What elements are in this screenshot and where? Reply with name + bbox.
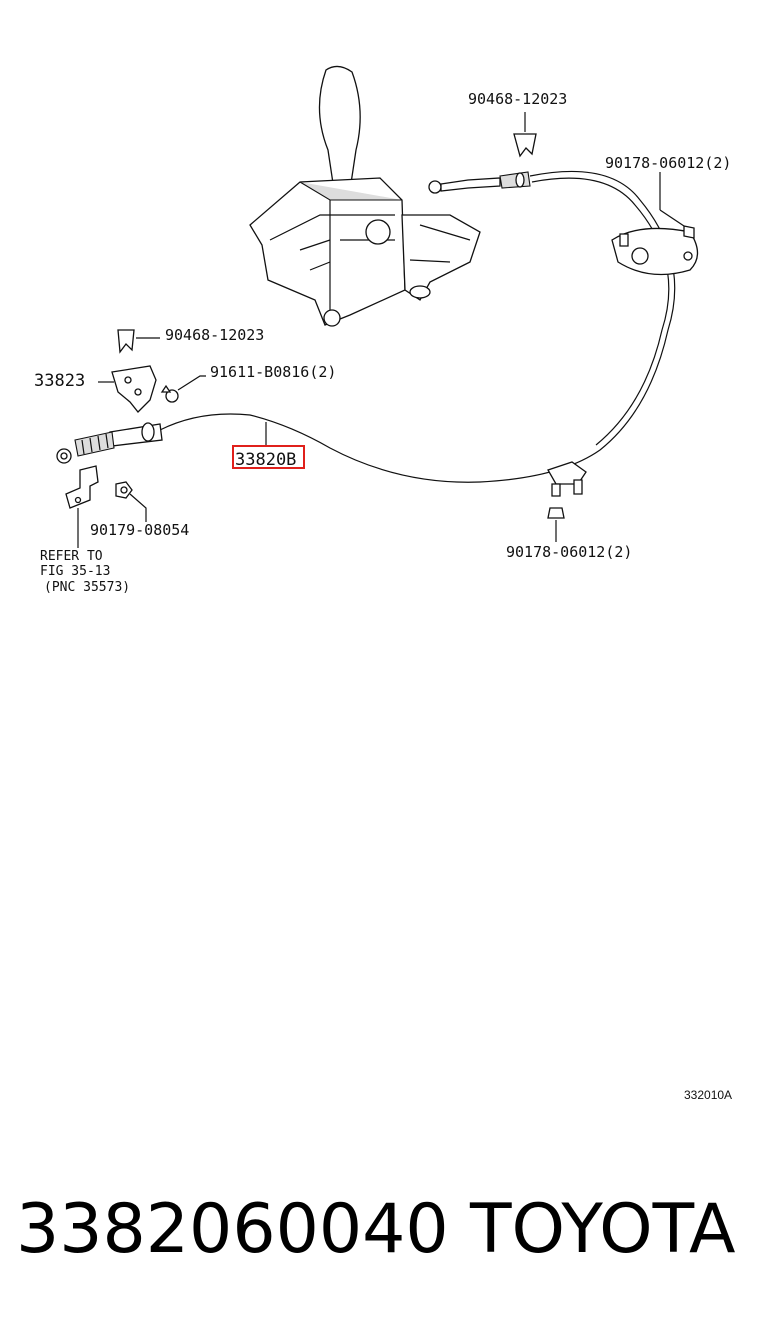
bracket-33823 [111, 365, 157, 413]
small-bracket [65, 465, 99, 509]
clip-left [117, 329, 135, 354]
label-refer-1: REFER TO [40, 549, 103, 564]
clip-top [513, 112, 537, 158]
label-nut-small: 90179-08054 [90, 521, 189, 539]
footer: 3382060040 TOYOTA [0, 1190, 760, 1280]
cable-bracket-lower [547, 461, 587, 519]
illustration-code: 332010A [684, 1088, 733, 1102]
label-clip-top: 90468-12023 [468, 90, 567, 108]
cable-bracket-right [611, 225, 699, 276]
bolt [160, 384, 179, 403]
parts-diagram: 90468-12023 90178-06012(2) 90178-06012(2… [34, 65, 731, 595]
label-refer-3: (PNC 35573) [44, 580, 130, 595]
brand-name: TOYOTA [470, 1190, 736, 1269]
label-refer-2: FIG 35-13 [40, 564, 110, 579]
label-bracket: 33823 [34, 371, 85, 391]
label-nut-top: 90178-06012(2) [605, 154, 731, 172]
label-clip-left: 90468-12023 [165, 326, 264, 344]
label-cable: 33820B [235, 450, 296, 470]
part-number: 3382060040 [16, 1190, 449, 1269]
shift-lever-assembly [249, 65, 481, 327]
highlight-box [232, 445, 305, 469]
label-nut-bottom: 90178-06012(2) [506, 543, 632, 561]
label-bolt: 91611-B0816(2) [210, 363, 336, 381]
nut-small [115, 481, 133, 499]
cable-end-left [56, 422, 163, 464]
upper-cable-end [428, 171, 531, 194]
